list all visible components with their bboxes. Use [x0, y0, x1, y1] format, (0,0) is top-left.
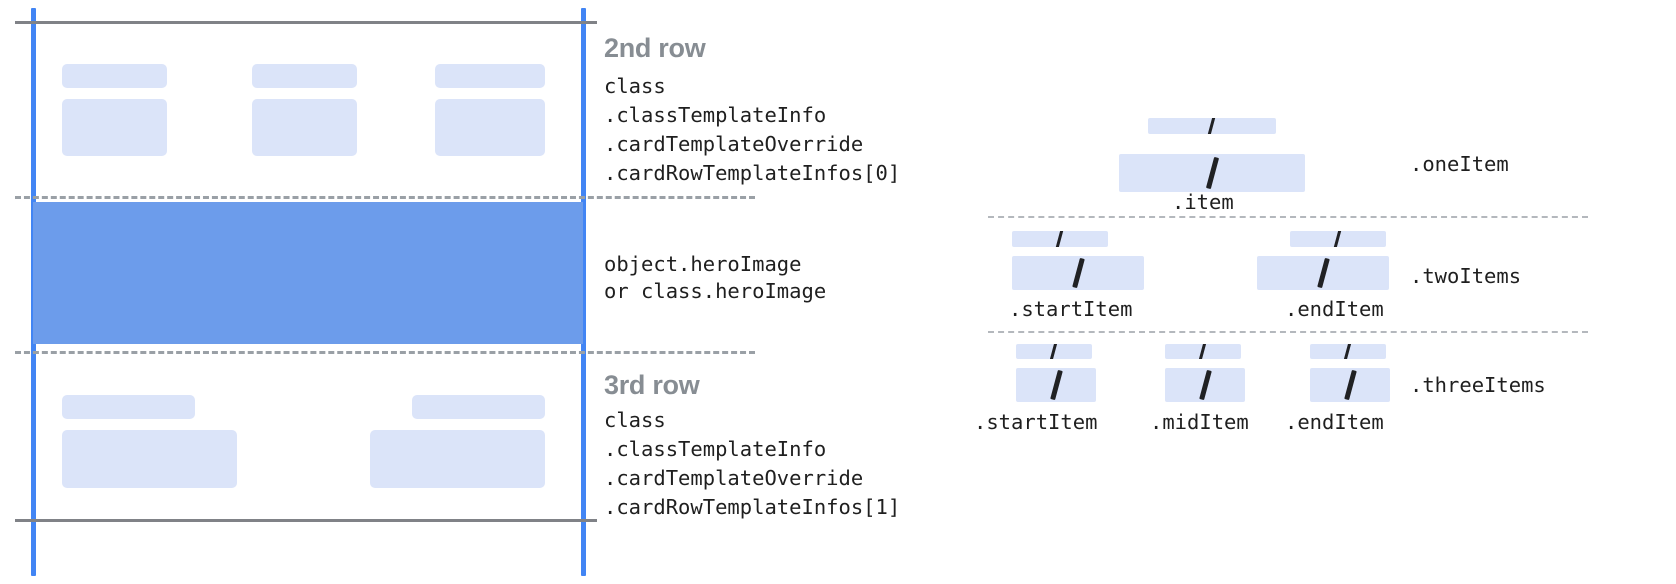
row-label-three-items: .threeItems [1410, 373, 1546, 397]
slash-icon [1050, 369, 1063, 401]
annotation-row2-code-line-2: .classTemplateInfo [604, 103, 827, 127]
row2-col3-value-placeholder [435, 99, 545, 156]
row2-col2-value-placeholder [252, 99, 357, 156]
card-right-guide-rail [581, 8, 586, 576]
slash-icon [1317, 257, 1330, 289]
slash-icon [1205, 156, 1220, 190]
two-items-end-value-bar [1257, 256, 1389, 290]
three-items-mid-value-bar [1165, 368, 1245, 402]
two-items-start-caption: .startItem [1009, 297, 1133, 321]
three-items-start-value-bar [1016, 368, 1096, 402]
slash-icon [1198, 344, 1207, 359]
row3-col1-label-placeholder [62, 395, 195, 419]
row-label-two-items: .twoItems [1410, 264, 1522, 288]
one-item-label-bar [1148, 118, 1276, 134]
item-section-separator-1 [988, 216, 1588, 218]
two-items-end-label-bar [1290, 231, 1386, 247]
slash-icon [1049, 344, 1058, 359]
card-hero-row3-separator [15, 351, 755, 354]
item-layout-diagram: .item .oneItem .startItem .endItem .twoI… [960, 0, 1676, 584]
one-item-value-bar [1119, 154, 1305, 192]
row2-col1-label-placeholder [62, 64, 167, 88]
row-label-one-item: .oneItem [1410, 152, 1509, 176]
annotation-row2-code-line-4: .cardRowTemplateInfos[0] [604, 161, 901, 185]
row3-col2-label-placeholder [412, 395, 545, 419]
two-items-end-caption: .endItem [1285, 297, 1384, 321]
row2-col1-value-placeholder [62, 99, 167, 156]
slash-icon [1333, 231, 1342, 247]
slash-icon [1344, 369, 1357, 401]
slash-icon [1072, 257, 1085, 289]
three-items-end-label-bar [1310, 344, 1386, 359]
annotation-hero-code-line-2: or class.heroImage [604, 279, 827, 303]
annotation-row2-code-line-3: .cardTemplateOverride [604, 132, 864, 156]
item-section-separator-2 [988, 331, 1588, 333]
row3-col2-value-placeholder [370, 430, 545, 488]
annotation-row3-code-line-1: class [604, 408, 666, 432]
two-items-start-value-bar [1012, 256, 1144, 290]
annotation-row3-title: 3rd row [604, 370, 700, 400]
three-items-mid-caption: .midItem [1150, 410, 1249, 434]
slash-icon [1199, 369, 1212, 401]
annotation-row3-code-line-4: .cardRowTemplateInfos[1] [604, 495, 901, 519]
annotation-row3-code-line-3: .cardTemplateOverride [604, 466, 864, 490]
annotation-row3-code-line-2: .classTemplateInfo [604, 437, 827, 461]
card-bottom-boundary-line [15, 519, 597, 522]
row2-col2-label-placeholder [252, 64, 357, 88]
two-items-start-label-bar [1012, 231, 1108, 247]
one-item-caption: .item [1172, 190, 1234, 214]
annotation-row2-title: 2nd row [604, 33, 706, 63]
annotation-hero-code-line-1: object.heroImage [604, 252, 802, 276]
card-top-boundary-line [15, 21, 597, 24]
row3-col1-value-placeholder [62, 430, 237, 488]
three-items-start-label-bar [1016, 344, 1092, 359]
row2-col3-label-placeholder [435, 64, 545, 88]
hero-image-band [33, 202, 583, 344]
slash-icon [1207, 118, 1216, 134]
three-items-mid-label-bar [1165, 344, 1241, 359]
annotation-row2-code-line-1: class [604, 74, 666, 98]
three-items-start-caption: .startItem [974, 410, 1098, 434]
three-items-end-value-bar [1310, 368, 1390, 402]
slash-icon [1343, 344, 1352, 359]
three-items-end-caption: .endItem [1285, 410, 1384, 434]
slash-icon [1055, 231, 1064, 247]
card-row-diagram [0, 0, 755, 584]
card-row2-hero-separator [15, 196, 755, 199]
